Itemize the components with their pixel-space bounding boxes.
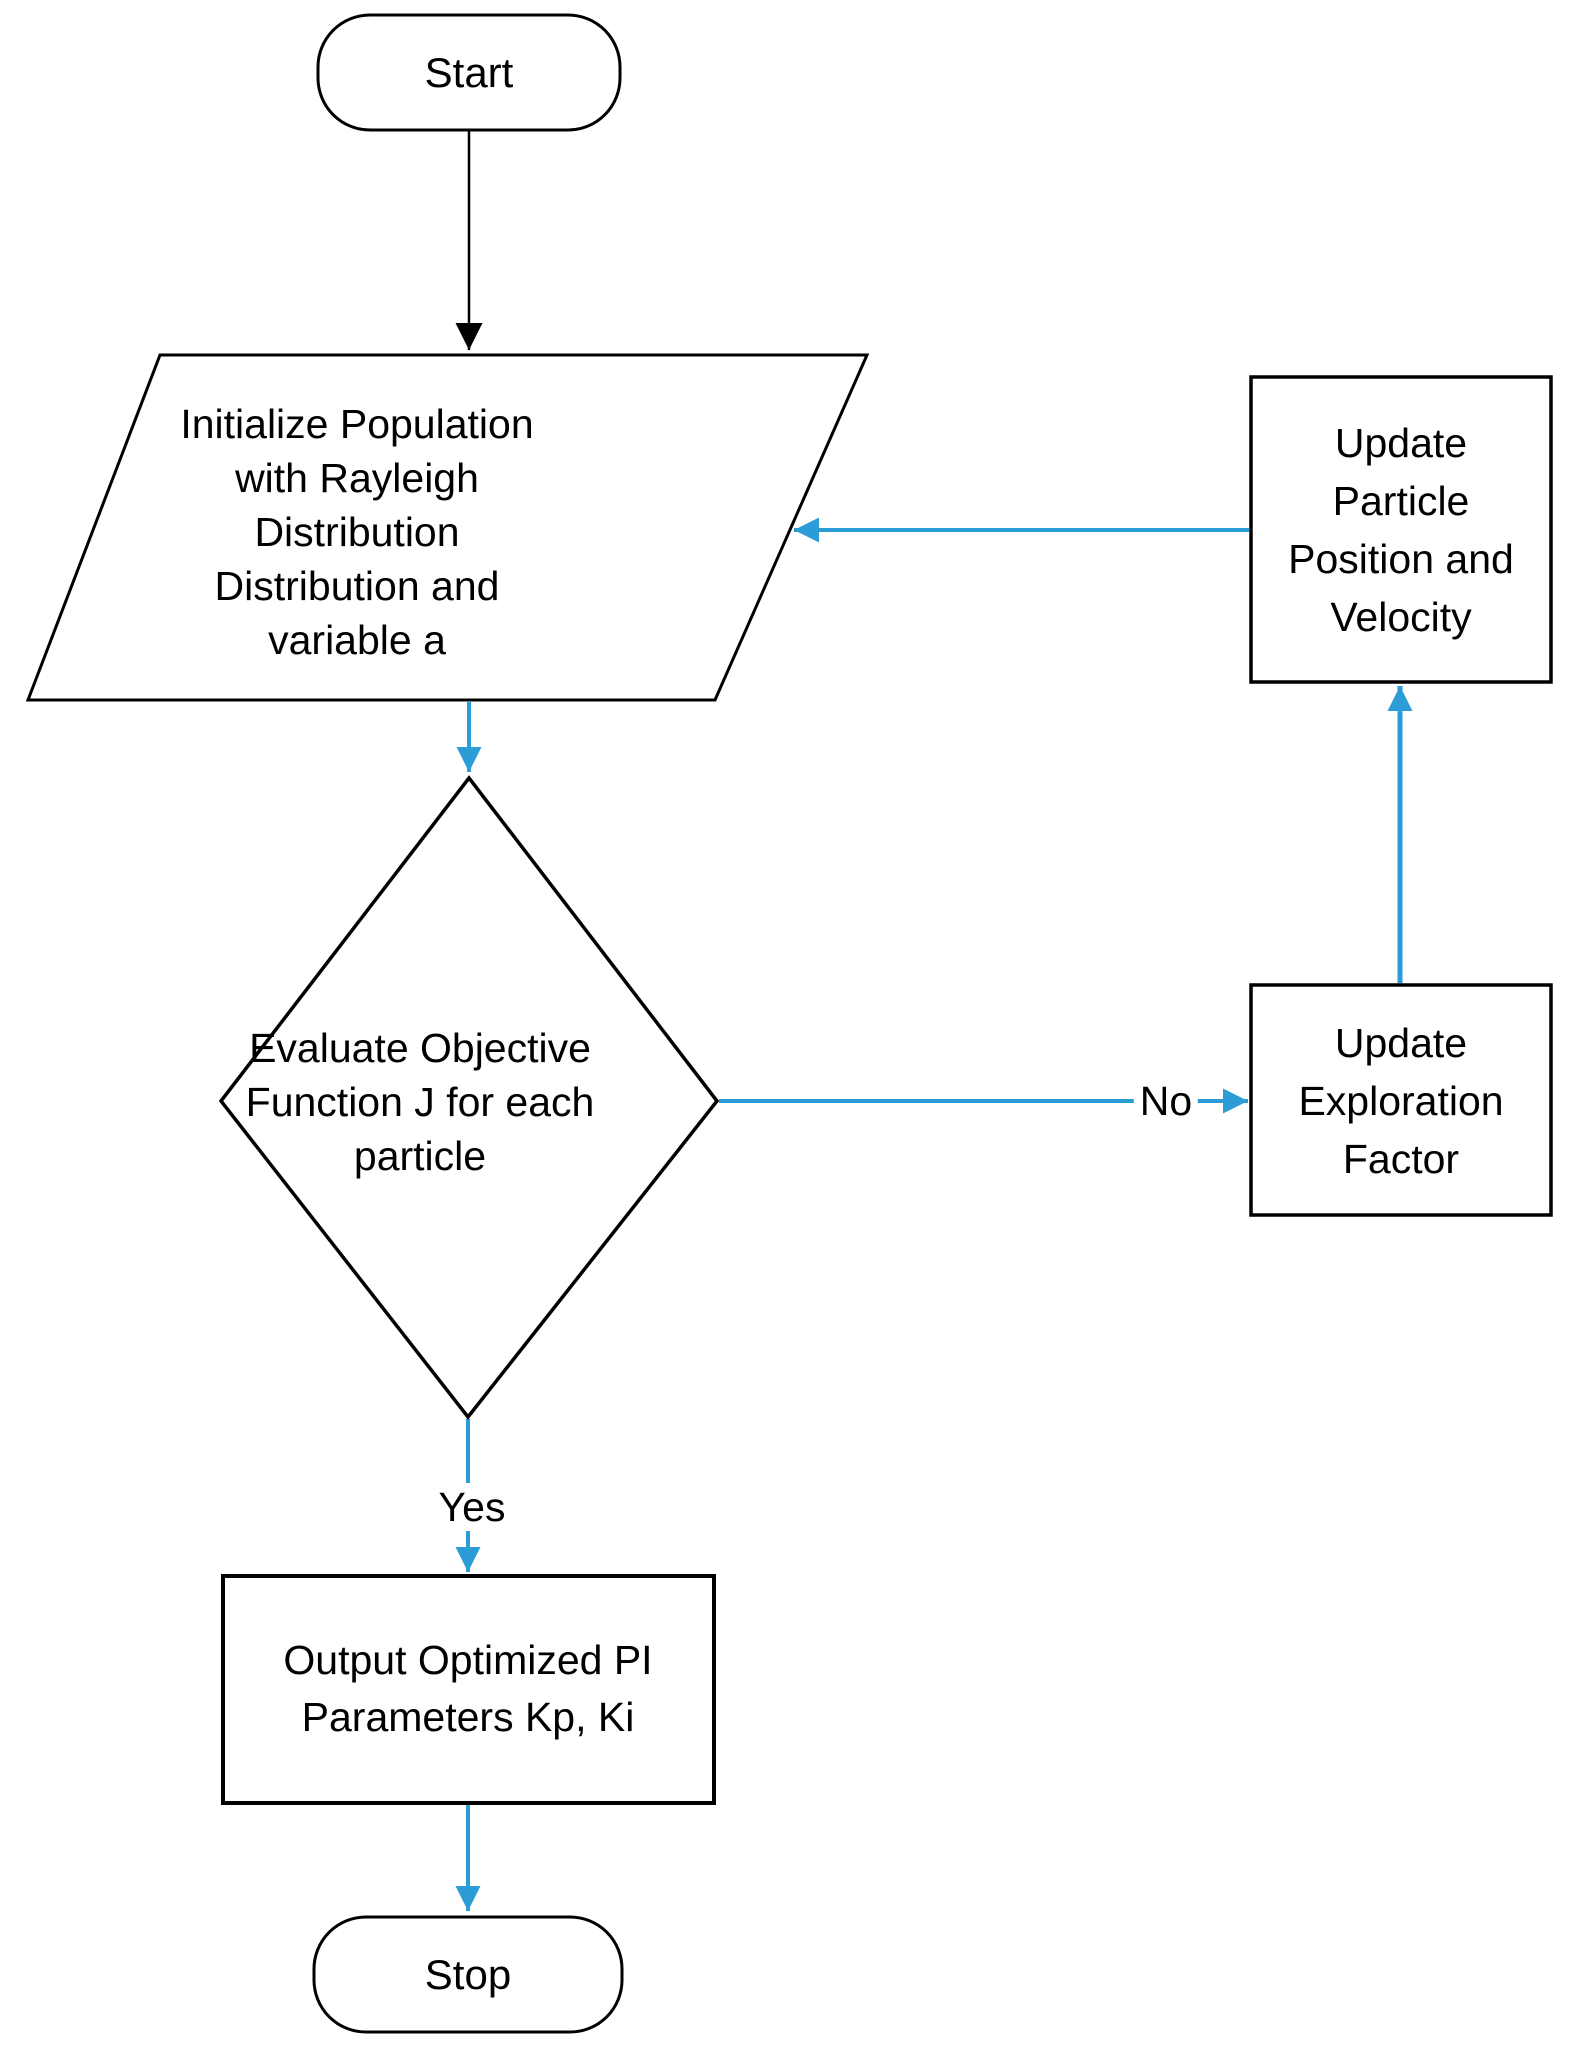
- node-start-label: Start: [318, 15, 620, 130]
- node-update-exploration-label: Update Exploration Factor: [1298, 1020, 1504, 1182]
- node-evaluate-label: Evaluate Objective Function J for each p…: [245, 1025, 595, 1179]
- node-stop-label: Stop: [314, 1917, 622, 2032]
- node-update-particle-label: Update Particle Position and Velocity: [1288, 420, 1514, 640]
- node-output-label: Output Optimized PI Parameters Kp, Ki: [283, 1637, 653, 1740]
- update-particle-rect-shape: [1249, 375, 1553, 684]
- node-initialize-label: Initialize Population with Rayleigh Dist…: [180, 401, 534, 663]
- edge-label-yes: Yes: [432, 1483, 512, 1531]
- initialize-parallelogram-shape: [25, 353, 870, 702]
- start-text: Start: [424, 48, 514, 96]
- start-terminator-shape: [316, 13, 622, 132]
- stop-terminator-shape: [312, 1915, 624, 2034]
- update-exploration-rect-shape: [1249, 983, 1553, 1217]
- edge-label-no: No: [1133, 1077, 1199, 1125]
- stop-text: Stop: [424, 1950, 512, 1998]
- evaluate-diamond-shape: [218, 775, 720, 1420]
- output-rect-shape: [221, 1574, 716, 1805]
